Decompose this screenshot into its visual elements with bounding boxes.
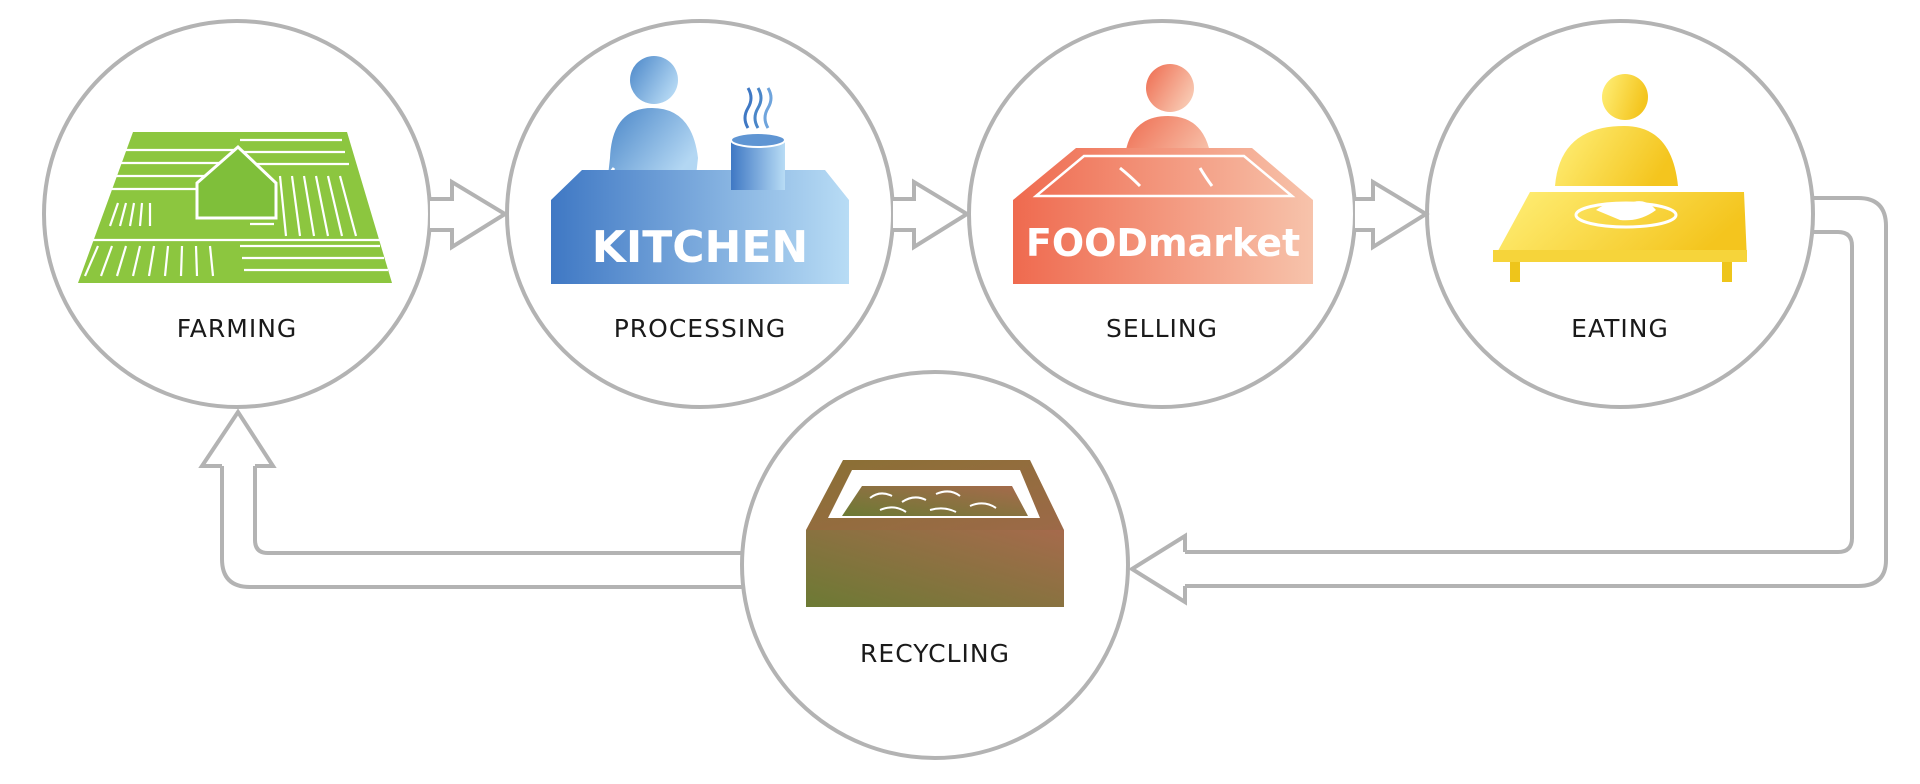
stage-label-selling: SELLING [1106,314,1218,343]
plate-icon [1574,201,1678,229]
loop-outline-eating-to-recycling-inner [1185,230,1854,554]
arrow-farming-to-processing [430,178,509,251]
cook-body [608,108,698,176]
forward-arrows [430,178,1430,251]
stage-label-farming: FARMING [177,314,298,343]
loop-outline-recycling-to-farming-inner [253,466,745,555]
eating-table-icon [1493,74,1747,282]
stage-label-recycling: RECYCLING [860,639,1010,668]
arrow-processing-to-selling [893,178,971,251]
stage-label-eating: EATING [1571,314,1669,343]
eater-body [1555,126,1678,186]
market-sign [1013,200,1313,284]
loop-outline-recycling-to-farming-outer [220,466,745,589]
loop-outline-eating-to-recycling-outer [1185,196,1888,588]
eater-head [1602,74,1648,120]
compost-bin-box [806,530,1064,607]
seller-head [1146,64,1194,112]
market-sign-text: FOODmarket [1026,221,1300,265]
kitchen-sign-text: KITCHEN [592,222,808,273]
kitchen-sign [551,200,849,284]
farm-field-icon [78,132,392,283]
kitchen-icon: KITCHEN [551,56,849,284]
arrow-head-into-farming [198,408,277,468]
arrow-head-into-recycling [1128,532,1187,606]
cook-head [630,56,678,104]
arrow-selling-to-eating [1355,178,1430,251]
steaming-pot-icon [730,87,786,190]
compost-bin-icon [806,460,1064,607]
return-loop [198,196,1888,606]
stage-label-processing: PROCESSING [614,314,787,343]
market-stall-icon: FOODmarket [1013,64,1313,284]
